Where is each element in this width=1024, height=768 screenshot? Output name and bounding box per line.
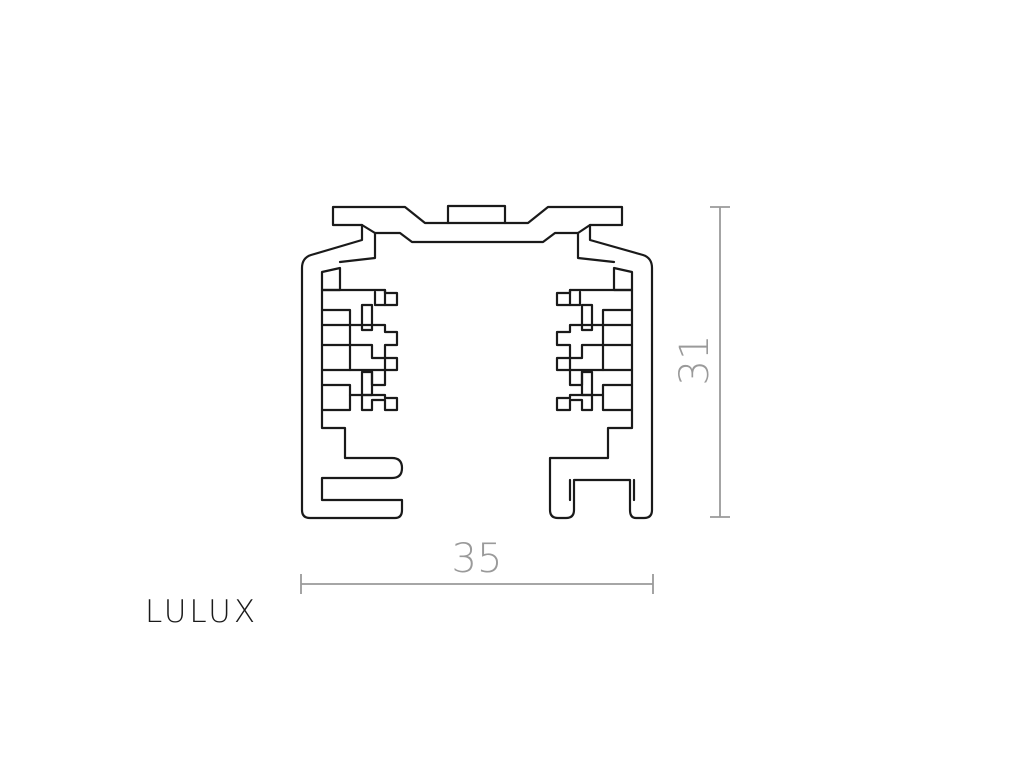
left-inner-wall — [338, 231, 377, 264]
right-inner-wall — [576, 231, 616, 264]
width-dimension-label: 35 — [452, 536, 503, 582]
left-contact-block — [320, 288, 399, 412]
right-contact-block — [555, 288, 634, 412]
width-dimension: 35 — [300, 536, 654, 594]
brand-logo-text: LULUX — [145, 594, 259, 630]
height-dimension-label: 31 — [672, 335, 718, 386]
right-lower-rail — [568, 478, 636, 502]
height-dimension: 31 — [672, 206, 730, 518]
track-profile — [300, 204, 654, 520]
left-outer-wall — [300, 223, 404, 520]
right-outer-wall — [548, 223, 654, 520]
top-nub — [446, 204, 507, 225]
